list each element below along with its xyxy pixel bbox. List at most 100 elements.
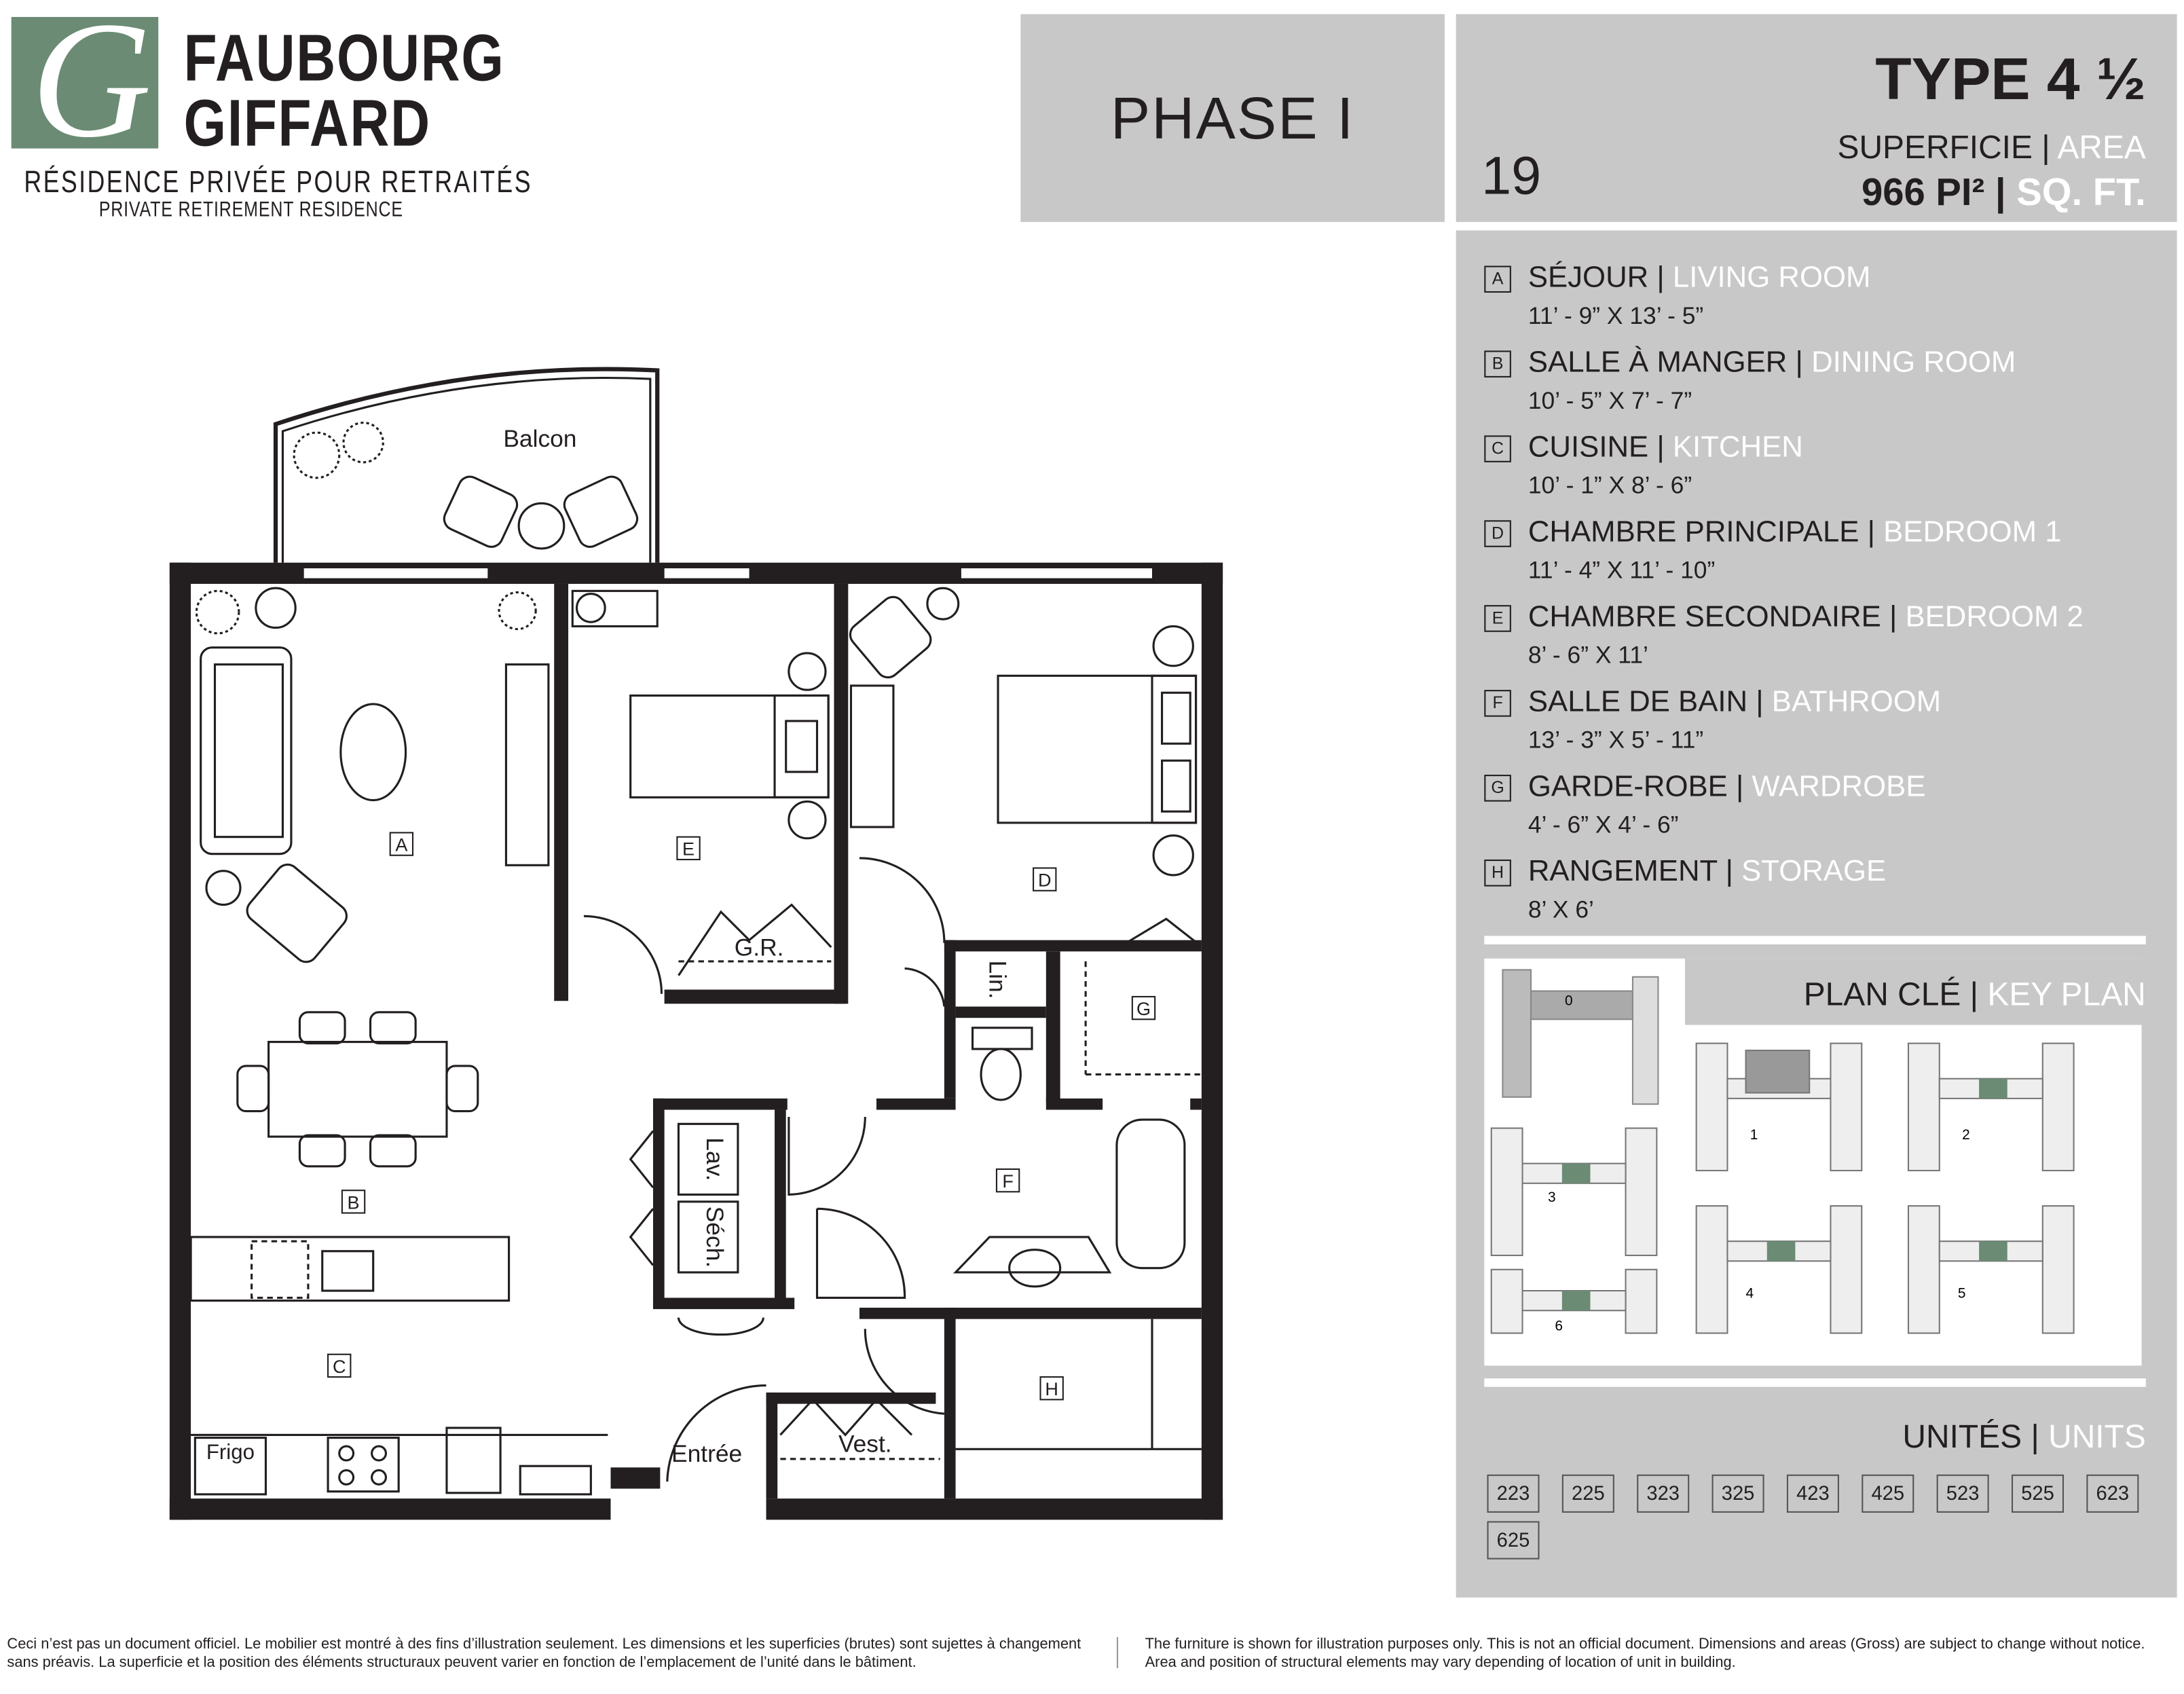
key-plan-header-bg [1684, 958, 2152, 1025]
key-plan-floor-label: 3 [1548, 1190, 1556, 1205]
vanity [952, 1236, 1112, 1274]
room-letter-box: D [1484, 520, 1511, 547]
key-plan-title: PLAN CLÉ | KEY PLAN [1804, 976, 2146, 1014]
unit-number-323[interactable]: 323 [1637, 1474, 1690, 1513]
room-tag-letter: G [1136, 999, 1151, 1019]
dresser [849, 684, 895, 828]
area-label-fr: SUPERFICIE | [1837, 128, 2050, 166]
units-title-fr: UNITÉS | [1902, 1418, 2039, 1455]
label-lin: Lin. [984, 960, 1011, 999]
label-balcony: Balcon [503, 426, 576, 452]
room-name-fr: SALLE DE BAIN | [1528, 685, 1764, 718]
label-lav: Lav. [701, 1137, 728, 1181]
room-tag-b: B [341, 1190, 366, 1214]
area-value: 966 PI² | SQ. FT. [1862, 171, 2146, 215]
unit-number-423[interactable]: 423 [1786, 1474, 1839, 1513]
room-dimensions: 4’ - 6” X 4’ - 6” [1528, 811, 1679, 839]
room-letter-box: H [1484, 859, 1511, 887]
room-tag-letter: B [348, 1192, 360, 1213]
unit-number-325[interactable]: 325 [1711, 1474, 1764, 1513]
unit-number-223[interactable]: 223 [1487, 1474, 1540, 1513]
room-tag-e: E [676, 836, 701, 861]
divider [1484, 1378, 2146, 1387]
key-plan-floor-label: 6 [1555, 1318, 1563, 1333]
key-plan-floor-0[interactable]: 0 [1502, 969, 1659, 1105]
room-dimensions: 10’ - 1” X 8’ - 6” [1528, 472, 1692, 500]
bed-bedroom-2 [629, 694, 830, 798]
washer [677, 1122, 739, 1196]
door-swing [583, 915, 663, 994]
room-title: SÉJOUR | LIVING ROOM [1528, 261, 1871, 295]
key-plan-floor-label: 0 [1565, 993, 1573, 1008]
side-table [205, 870, 242, 906]
entry-door-swing [666, 1384, 766, 1482]
bathtub [1115, 1118, 1186, 1270]
room-letter-box: C [1484, 435, 1511, 462]
unit-number-525[interactable]: 525 [2011, 1474, 2065, 1513]
floor-plan: Balcon G.R. Lin. Lav. Séch. Frigo Entrée… [169, 367, 1223, 1520]
balcony-chair [563, 475, 639, 548]
room-dimensions: 11’ - 9” X 13’ - 5” [1528, 302, 1704, 330]
key-plan-floor-2[interactable]: 2 [1907, 1042, 2075, 1172]
coffee-table [339, 703, 407, 802]
key-plan-floor-4[interactable]: 4 [1695, 1205, 1863, 1334]
sofa-seat [213, 663, 284, 839]
label-entree: Entrée [671, 1441, 742, 1467]
room-tag-letter: D [1038, 870, 1052, 891]
stove-icon [327, 1437, 400, 1493]
room-tag-f: F [995, 1168, 1020, 1193]
room-tag-d: D [1033, 867, 1057, 891]
unit-number-625[interactable]: 625 [1487, 1521, 1540, 1560]
key-plan-title-en: KEY PLAN [1987, 975, 2146, 1012]
room-dimensions: 11’ - 4” X 11’ - 10” [1528, 557, 1716, 584]
plan-number: 19 [1481, 147, 1542, 207]
tagline-en: PRIVATE RETIREMENT RESIDENCE [98, 198, 403, 222]
label-gr: G.R. [735, 935, 784, 961]
room-dimensions: 13’ - 3” X 5’ - 11” [1528, 726, 1704, 754]
area-label-en: AREA [2057, 128, 2146, 166]
dining-table [267, 1041, 448, 1138]
room-tag-a: A [389, 832, 414, 856]
bed-bedroom-1 [997, 674, 1198, 824]
room-title: CHAMBRE SECONDAIRE | BEDROOM 2 [1528, 601, 2084, 635]
room-letter-box: E [1484, 605, 1511, 632]
footer-divider [1116, 1637, 1119, 1668]
key-plan-floor-5[interactable]: 5 [1907, 1205, 2075, 1334]
unit-number-225[interactable]: 225 [1561, 1474, 1614, 1513]
key-plan-floor-1[interactable]: 1 [1695, 1042, 1863, 1172]
room-dimensions: 8’ X 6’ [1528, 896, 1594, 923]
label-vest: Vest. [838, 1431, 892, 1457]
armchair [246, 863, 348, 963]
phase-label: PHASE I [1020, 14, 1445, 222]
room-name-en: BEDROOM 2 [1905, 600, 2084, 633]
closet-doors [678, 903, 832, 976]
logo-mark: G [11, 16, 159, 149]
room-name-en: DINING ROOM [1811, 346, 2016, 380]
room-name-en: WARDROBE [1752, 770, 1926, 803]
balcony-outline [273, 367, 660, 563]
room-tag-letter: H [1045, 1379, 1058, 1399]
key-plan-floor-6[interactable]: 6 [1490, 1268, 1658, 1334]
toilet [980, 1048, 1022, 1101]
room-name-fr: CUISINE | [1528, 431, 1665, 464]
unit-number-425[interactable]: 425 [1862, 1474, 1914, 1513]
room-name-fr: SÉJOUR | [1528, 261, 1665, 295]
divider [1484, 936, 2146, 944]
room-tag-letter: A [395, 834, 407, 855]
room-title: GARDE-ROBE | WARDROBE [1528, 771, 1926, 805]
windows [303, 568, 1152, 578]
room-title: CUISINE | KITCHEN [1528, 431, 1803, 465]
unit-number-523[interactable]: 523 [1936, 1474, 1989, 1513]
room-letter-box: A [1484, 265, 1511, 293]
key-plan-floor-label: 2 [1962, 1127, 1970, 1143]
fridge [193, 1437, 267, 1496]
key-plan-floor-3[interactable]: 3 [1490, 1127, 1658, 1257]
side-table [255, 587, 297, 629]
room-tag-letter: F [1002, 1171, 1014, 1192]
unit-number-623[interactable]: 623 [2086, 1474, 2139, 1513]
room-tag-g: G [1131, 995, 1156, 1020]
room-tag-h: H [1039, 1376, 1064, 1401]
